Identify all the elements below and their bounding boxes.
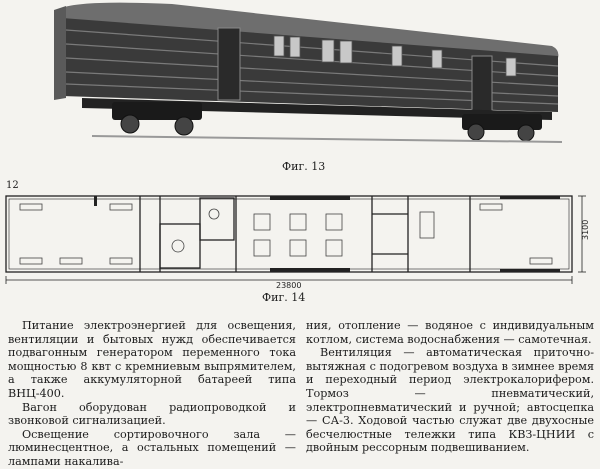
paragraph: Вагон оборудован радиопроводкой и звонко… bbox=[8, 400, 296, 428]
railway-car-photo bbox=[54, 2, 562, 143]
figure-13-caption: Фиг. 13 bbox=[282, 160, 326, 173]
text-column-right: ния, отопление — водяное с индивидуальны… bbox=[306, 319, 594, 455]
text-column-left: Питание электроэнергией для освещения, в… bbox=[8, 319, 296, 469]
width-dimension: 3100 bbox=[581, 220, 590, 240]
floor-plan-diagram: 3100 23800 bbox=[5, 195, 590, 289]
page-number: 12 bbox=[6, 180, 19, 191]
paragraph: Освещение сортировочного зала — люминесц… bbox=[8, 427, 296, 468]
paragraph: Питание электроэнергией для освещения, в… bbox=[8, 319, 296, 400]
paragraph: ния, отопление — водяное с индивидуальны… bbox=[306, 319, 594, 346]
figure-14-caption: Фиг. 14 bbox=[262, 291, 306, 304]
paragraph: Вентиляция — автоматическая приточно-выт… bbox=[306, 346, 594, 455]
length-dimension: 23800 bbox=[276, 281, 301, 289]
